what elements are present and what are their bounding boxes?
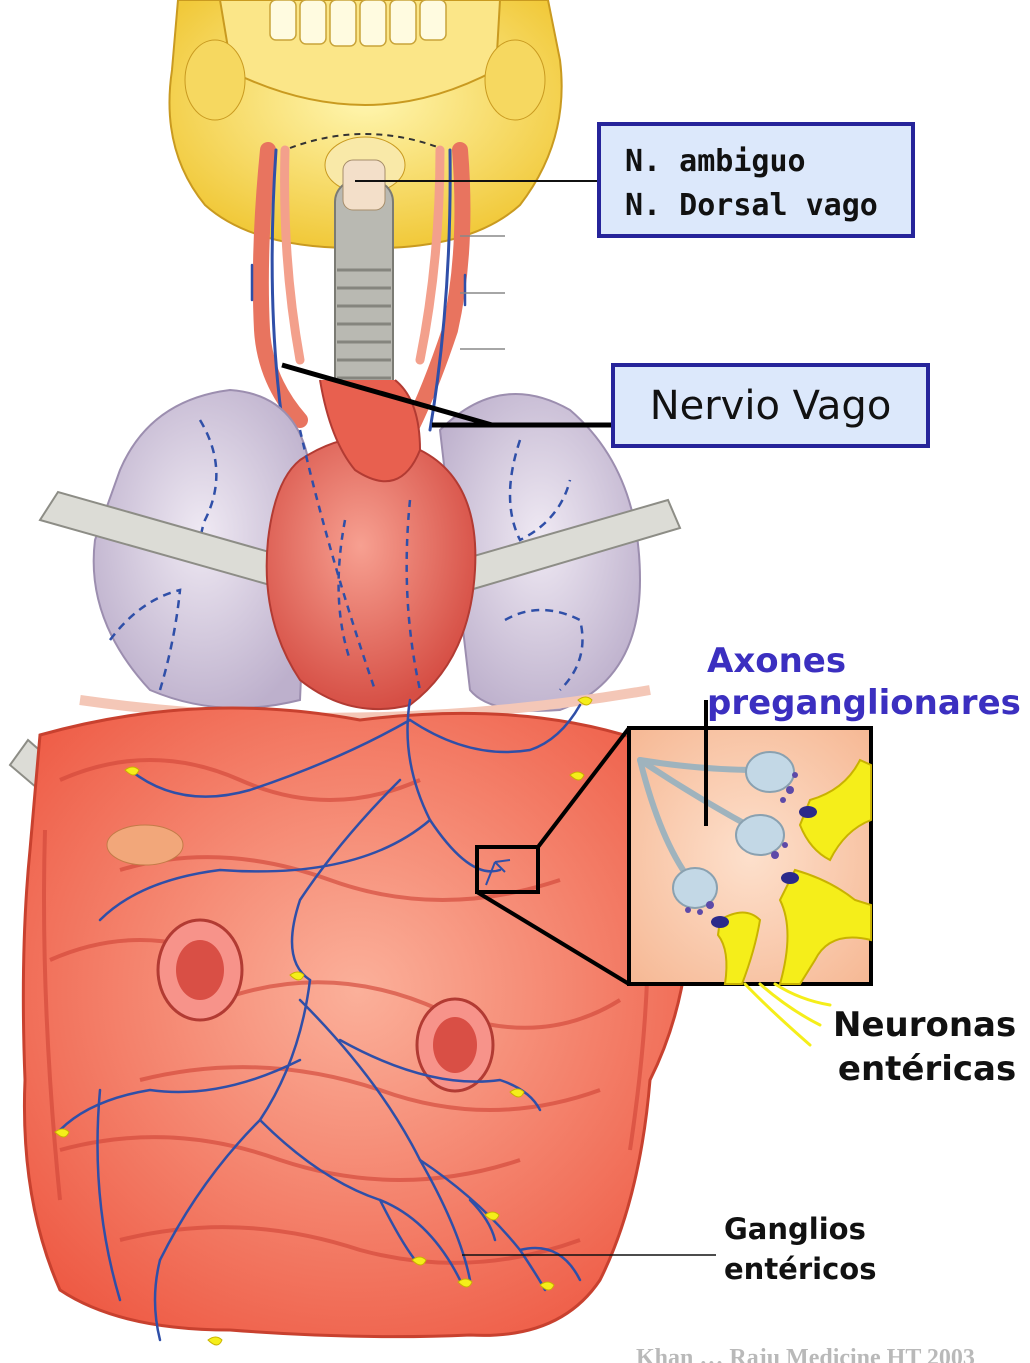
preganglionic-axons-label: Axones preganglionares (707, 640, 1021, 724)
enteric-ganglia-line1: Ganglios (724, 1209, 876, 1249)
axons-label-line1: Axones (707, 640, 1021, 682)
inset-magnification (629, 728, 871, 984)
vagus-nerve-label-box: Nervio Vago (611, 363, 930, 448)
vagus-nerve-label: Nervio Vago (650, 383, 892, 429)
dorsal-vagal-nucleus-label: N. Dorsal vago (625, 184, 911, 228)
intestines (23, 708, 691, 1337)
enteric-ganglia-line2: entéricos (724, 1249, 876, 1289)
enteric-ganglia-label: Ganglios entéricos (724, 1209, 876, 1289)
enteric-neurons-label: Neuronas entéricas (833, 1003, 1016, 1091)
source-credit-footer: Khan … Raju Medicine HT 2003 (636, 1345, 975, 1363)
axons-label-line2: preganglionares (707, 682, 1021, 724)
nucleus-ambiguus-label: N. ambiguo (625, 140, 911, 184)
neuron-fibres (745, 984, 830, 1045)
enteric-neurons-line2: entéricas (833, 1047, 1016, 1091)
trachea (335, 160, 393, 410)
enteric-neurons-line1: Neuronas (833, 1003, 1016, 1047)
brainstem-nuclei-label-box: N. ambiguo N. Dorsal vago (597, 122, 915, 238)
